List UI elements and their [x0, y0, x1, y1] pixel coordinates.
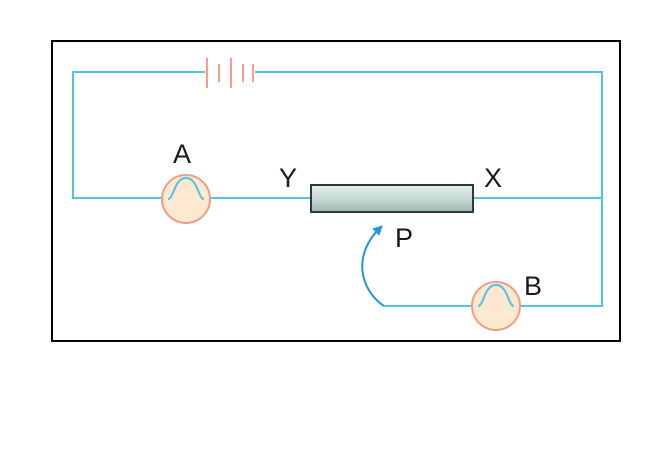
label-lamp-b: B — [524, 271, 542, 301]
sliding-contact-arrow — [361, 225, 385, 307]
lamp-a — [161, 174, 211, 224]
lamp-b — [471, 281, 521, 331]
resistance-rod — [310, 184, 474, 213]
top-wire-right — [255, 71, 603, 307]
label-end-x: X — [484, 163, 502, 193]
label-end-y: Y — [279, 163, 297, 193]
label-lamp-a: A — [173, 139, 191, 169]
label-contact-p: P — [395, 223, 413, 253]
battery — [206, 58, 254, 88]
top-wire-left — [72, 71, 205, 199]
